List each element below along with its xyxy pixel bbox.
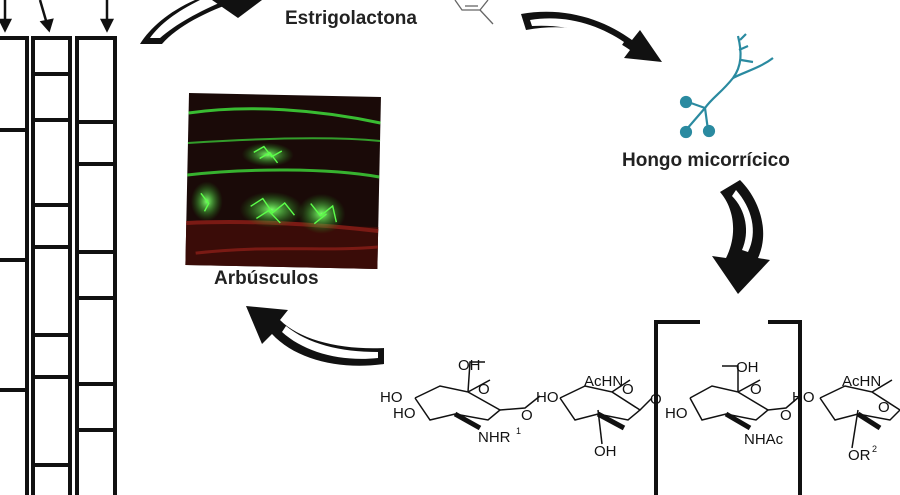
chitin-atom-labels: OH OH AcHN AcHN HO HO HO HO HO O O O O O…: [380, 357, 890, 464]
arrow-strigolactone-to-fungus: [521, 11, 662, 62]
chem-oh-top-1: OH: [458, 357, 481, 374]
chem-ho-3: HO: [536, 389, 559, 406]
chem-ho-1: HO: [380, 389, 403, 406]
exudate-arrows: [0, 0, 115, 33]
root-cells: [0, 36, 117, 495]
chem-o-ring-3: O: [750, 381, 762, 398]
chem-ho-5: HO: [792, 389, 815, 406]
strigolactone-label: Estrigolactona: [285, 8, 417, 29]
chem-ho-2: HO: [393, 405, 416, 422]
chem-or: OR: [848, 447, 871, 464]
fungus-label: Hongo micorrícico: [622, 150, 790, 171]
chem-ho-4: HO: [665, 405, 688, 422]
arbuscules-label: Arbúsculos: [214, 268, 319, 289]
chem-o-ring-1: O: [478, 381, 490, 398]
chem-oh-top-2: OH: [736, 359, 759, 376]
chem-oh-bottom: OH: [594, 443, 617, 460]
strigolactone-structure: [454, 0, 494, 25]
arrow-fungus-to-oligomer: [712, 180, 770, 294]
fungus-icon: [679, 33, 774, 139]
arbuscule-micrograph: [185, 92, 381, 269]
chem-nhr-superscript: 1: [516, 426, 521, 436]
chem-o-link-2: O: [650, 391, 662, 408]
chitin-oligomer-structure: [414, 320, 900, 495]
chem-nhac: NHAc: [744, 431, 784, 448]
chem-acetamide-2: AcHN: [842, 373, 881, 390]
chem-nhr: NHR: [478, 429, 511, 446]
chem-o-link-1: O: [521, 407, 533, 424]
chem-o-ring-2: O: [622, 381, 634, 398]
arrow-oligomer-to-arbuscules: [246, 306, 384, 366]
chem-o-link-3: O: [780, 407, 792, 424]
chem-acetamide-1: AcHN: [584, 373, 623, 390]
chem-o-ring-4: O: [878, 399, 890, 416]
chem-or-superscript: 2: [872, 444, 877, 454]
arrow-root-to-strigolactone: [140, 0, 262, 44]
